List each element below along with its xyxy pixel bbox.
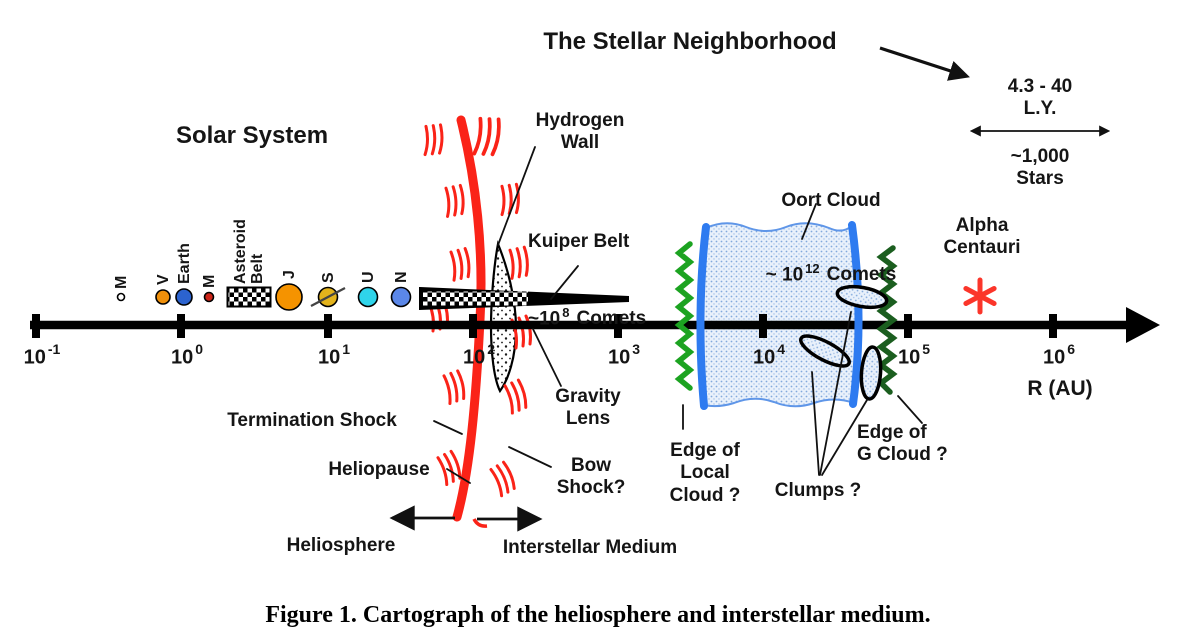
axis-tick-label: 10-1	[23, 341, 61, 369]
heliopause-pointer	[446, 468, 471, 484]
hydrogen-wall-pointer	[497, 146, 536, 246]
heliosphere-label: Heliosphere	[286, 535, 396, 556]
mercury-label: M	[112, 275, 130, 289]
earth-label: Earth	[175, 243, 193, 284]
edge-g-cloud-zigzag	[876, 245, 898, 395]
axis-unit-label: R (AU)	[1027, 377, 1093, 400]
uranus-label: U	[359, 270, 377, 283]
clumps-label: Clumps ?	[774, 480, 862, 501]
jupiter-shape	[275, 283, 303, 311]
clumps-pointer-2	[819, 311, 852, 476]
interstellar-medium-label: Interstellar Medium	[502, 537, 678, 558]
axis-tick	[32, 314, 40, 338]
oort-unit: Comets	[826, 263, 897, 285]
clumps-pointer-3	[821, 399, 868, 476]
edge-g-cloud-pointer	[897, 395, 923, 424]
axis-arrowhead	[1126, 307, 1160, 343]
figure-caption: Figure 1. Cartograph of the heliosphere …	[265, 602, 931, 628]
bow-shock-pointer	[508, 446, 552, 468]
clumps-pointer-1	[811, 371, 820, 476]
star-count-label: ~1,000 Stars	[1010, 146, 1070, 190]
axis-tick	[177, 314, 185, 338]
termination-shock-pointer	[433, 420, 463, 435]
kuiper-belt-pointer	[550, 265, 579, 300]
clump-blobs	[799, 284, 889, 401]
planets	[116, 283, 412, 311]
neptune-label: N	[392, 270, 410, 283]
oort-exponent: 12	[805, 260, 820, 276]
stellar-neighborhood-title: The Stellar Neighborhood	[543, 28, 837, 55]
hydrogen-wall-label: Hydrogen Wall	[535, 110, 625, 154]
stellar-neighborhood-arrow	[879, 46, 970, 81]
gravity-lens-pointer	[532, 328, 562, 387]
edge-local-cloud-label: Edge of Local Cloud ?	[669, 440, 741, 506]
jupiter-label: J	[280, 270, 298, 279]
alpha-centauri-label: Alpha Centauri	[943, 215, 1021, 259]
solar-system-title: Solar System	[175, 122, 329, 149]
asteroid-belt-label: Asteroid Belt	[232, 219, 266, 284]
kuiper-exponent: 8	[562, 304, 570, 320]
oort-cloud-title: Oort Cloud	[781, 190, 881, 212]
oort-cloud-borders	[696, 221, 863, 410]
pointer-lines	[433, 146, 923, 484]
axis-tick	[469, 314, 477, 338]
saturn-ring-icon	[310, 286, 346, 308]
edge-g-cloud-label: Edge of G Cloud ?	[857, 422, 948, 466]
bow-shock-label: Bow Shock?	[556, 455, 626, 499]
heliopause-curve	[452, 115, 488, 528]
axis-tick	[759, 314, 767, 338]
oort-approx: ~ 10	[765, 263, 804, 285]
kuiper-unit: Comets	[576, 307, 647, 329]
neptune-shape	[390, 286, 412, 308]
venus-shape	[155, 289, 171, 305]
gravity-lens-label: Gravity Lens	[555, 386, 621, 430]
kuiper-belt-shape	[419, 286, 629, 311]
log-axis	[30, 307, 1160, 343]
arrows	[389, 46, 1111, 532]
venus-label: V	[154, 274, 172, 285]
kuiper-belt-title: Kuiper Belt	[528, 231, 630, 253]
uranus-shape	[357, 286, 379, 308]
mars-shape	[203, 291, 215, 303]
oort-cloud-pointer	[801, 203, 817, 240]
termination-shock-label: Termination Shock	[227, 410, 397, 431]
mars-label: M	[200, 274, 218, 288]
axis-tick	[614, 314, 622, 338]
axis-tick	[904, 314, 912, 338]
axis-tick	[324, 314, 332, 338]
saturn-label: S	[319, 271, 337, 283]
axis-ticks	[32, 314, 1057, 338]
mercury-shape	[116, 292, 126, 302]
axis-tick	[1049, 314, 1057, 338]
asteroid-belt-shape	[226, 286, 272, 308]
ly-range-label: 4.3 - 40 L.Y.	[1007, 76, 1073, 120]
edge-local-cloud-zigzag	[674, 241, 695, 391]
alpha-centauri-star-icon	[963, 277, 997, 315]
earth-shape	[175, 288, 193, 306]
heliopause-label: Heliopause	[328, 459, 430, 480]
cloud-edges	[674, 241, 898, 395]
kuiper-approx: ~10	[528, 307, 561, 329]
